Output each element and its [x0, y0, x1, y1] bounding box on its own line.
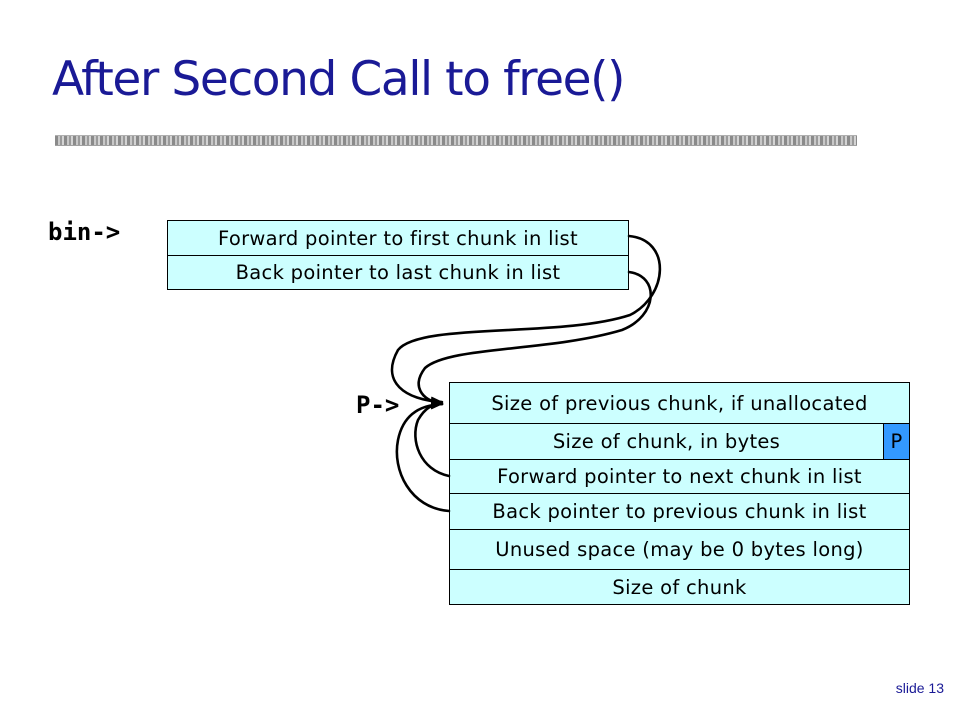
chunk-size-field: Size of chunk, in bytes	[552, 430, 781, 453]
unused-space-field: Unused space (may be 0 bytes long)	[450, 529, 909, 569]
bin-back-arrow	[417, 270, 653, 407]
slide-title: After Second Call to free()	[52, 52, 625, 107]
chunk-box: Size of previous chunk, if unallocated S…	[449, 382, 910, 605]
size-footer-field: Size of chunk	[450, 569, 909, 604]
slide-number: slide 13	[895, 680, 944, 696]
chunk-size-row: Size of chunk, in bytes P	[450, 423, 909, 459]
prev-size-field: Size of previous chunk, if unallocated	[491, 391, 868, 415]
chunk-forward-arrow	[414, 399, 451, 478]
bin-back-pointer-field: Back pointer to last chunk in list	[168, 255, 628, 289]
bin-forward-arrow	[390, 234, 662, 407]
bin-box: Forward pointer to first chunk in list B…	[167, 220, 629, 290]
back-pointer-field: Back pointer to previous chunk in list	[450, 493, 909, 529]
title-divider	[55, 135, 857, 146]
chunk-back-arrow	[395, 399, 451, 513]
chunk-pointer-label: P->	[356, 391, 400, 419]
bin-forward-pointer-field: Forward pointer to first chunk in list	[218, 226, 578, 250]
prev-in-use-flag: P	[883, 424, 909, 459]
bin-pointer-label: bin->	[48, 218, 121, 246]
forward-pointer-field: Forward pointer to next chunk in list	[450, 459, 909, 493]
